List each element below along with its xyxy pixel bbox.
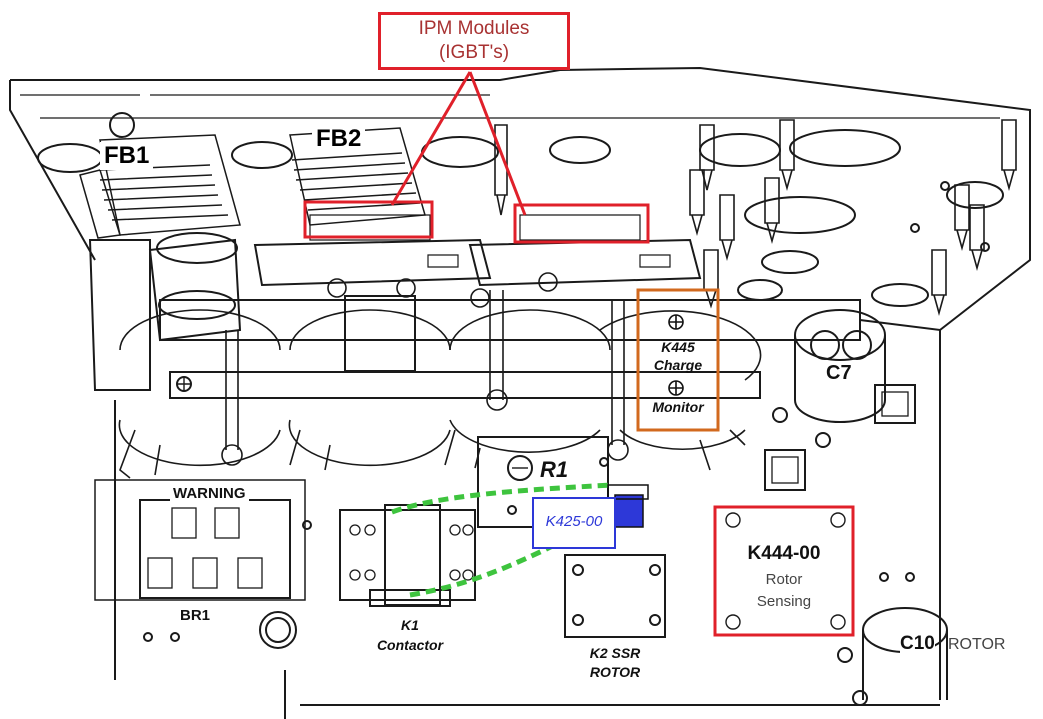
rotor-label: ROTOR [948,636,1006,653]
k444-label-line1: K444-00 [747,543,821,564]
k445-label-line1: K445 [661,339,695,355]
k444-outline [713,505,855,637]
ipm-pointer-line [468,71,527,216]
warning-label: WARNING [170,485,249,503]
k2-label-line1: K2 SSR [589,645,641,661]
green-wire [391,482,613,515]
k1-label-line2: Contactor [376,637,444,653]
ipm-callout-line2: (IGBT's) [438,42,510,63]
k444-label-line3: Sensing [756,593,812,610]
r1-label: R1 [540,457,569,482]
c10-label: C10 [900,633,935,655]
br1-label: BR1 [180,607,211,624]
k2-label-line2: ROTOR [589,664,641,680]
fb1-label: FB1 [100,142,154,170]
fb2-label: FB2 [312,125,366,153]
k425-outline [532,497,616,549]
ipm-module-2-outline [513,203,650,244]
c7-label: C7 [826,362,852,384]
k445-label-line2: Charge [653,357,703,373]
ipm-callout-line1: IPM Modules [418,18,530,39]
k445-outline [636,288,720,432]
ipm-module-1-outline [303,200,434,239]
ipm-pointer-line [390,71,472,206]
ipm-callout-box [378,12,570,70]
k445-label-line3: Monitor [652,399,704,415]
blue-connector [614,494,644,528]
k1-label-line1: K1 [401,617,419,633]
k444-label-line2: Rotor [765,571,803,588]
k425-label: K425-00 [545,513,603,530]
